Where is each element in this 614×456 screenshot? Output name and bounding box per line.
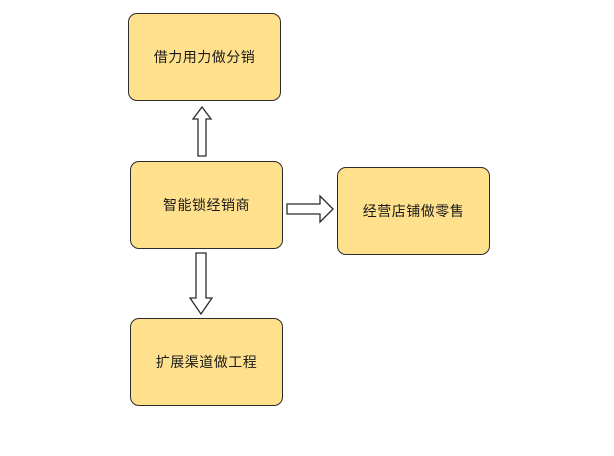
node-engineering-channel: 扩展渠道做工程 xyxy=(130,318,283,406)
arrow-right-to-retail xyxy=(286,194,334,224)
arrow-up-shape xyxy=(191,105,213,157)
node-smart-lock-dealer-label: 智能锁经销商 xyxy=(163,198,250,214)
node-engineering-channel-label: 扩展渠道做工程 xyxy=(155,355,258,371)
arrow-down-to-engineering xyxy=(188,252,214,316)
node-retail-store-label: 经营店铺做零售 xyxy=(362,204,465,220)
node-retail-store: 经营店铺做零售 xyxy=(337,167,490,255)
arrow-down-shape xyxy=(188,252,214,316)
arrow-up-to-distribution xyxy=(191,105,213,157)
node-smart-lock-dealer: 智能锁经销商 xyxy=(130,161,283,249)
node-distribution-label: 借力用力做分销 xyxy=(153,50,256,66)
arrow-right-shape xyxy=(286,194,334,224)
node-distribution: 借力用力做分销 xyxy=(128,13,281,101)
